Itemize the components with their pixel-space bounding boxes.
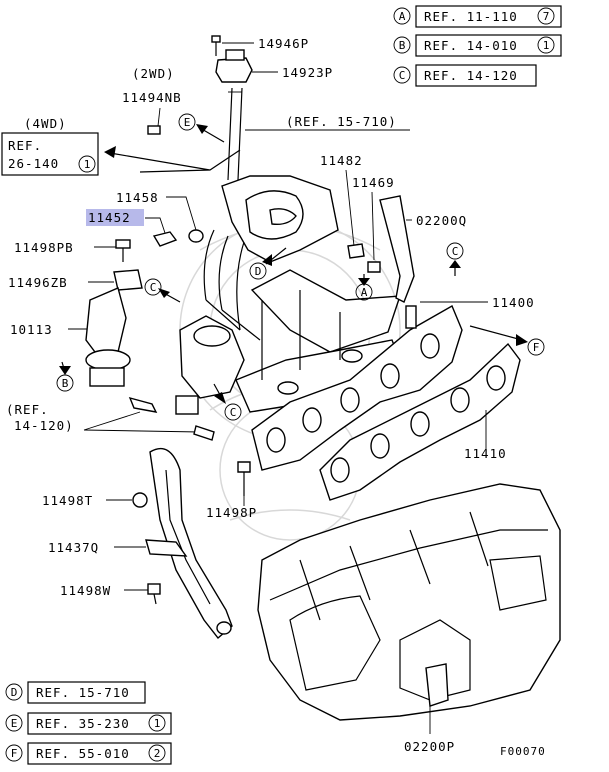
svg-text:11469: 11469 — [352, 175, 395, 190]
svg-text:1: 1 — [543, 39, 550, 52]
svg-text:11498W: 11498W — [60, 583, 111, 598]
ref-14-120-inline[interactable]: (REF. 14-120) — [6, 402, 201, 433]
ref-box-b[interactable]: B REF. 14-010 1 — [393, 34, 562, 57]
svg-text:C: C — [452, 245, 459, 258]
part-11452[interactable]: 11452 — [86, 209, 178, 247]
svg-text:11498PB: 11498PB — [14, 240, 74, 255]
svg-text:1: 1 — [154, 717, 161, 730]
label-2wd: (2WD) — [132, 66, 175, 81]
svg-text:B: B — [62, 377, 69, 390]
svg-text:D: D — [11, 686, 18, 699]
ref-15-710-inline[interactable]: (REF. 15-710) — [245, 114, 410, 131]
svg-text:11496ZB: 11496ZB — [8, 275, 68, 290]
ref-box-f[interactable]: F REF. 55-010 2 — [5, 742, 172, 765]
callout-c-left[interactable]: C — [144, 278, 181, 303]
svg-text:B: B — [399, 39, 406, 52]
svg-text:11410: 11410 — [464, 446, 507, 461]
svg-text:02200P: 02200P — [404, 739, 455, 754]
svg-text:REF. 14-010: REF. 14-010 — [424, 38, 518, 53]
svg-text:11400: 11400 — [492, 295, 535, 310]
svg-text:11494NB: 11494NB — [122, 90, 182, 105]
part-11498T[interactable]: 11498T — [42, 492, 148, 508]
svg-text:(REF. 15-710): (REF. 15-710) — [286, 114, 397, 129]
svg-text:(4WD): (4WD) — [24, 116, 67, 131]
callout-c-right[interactable]: C — [446, 242, 464, 276]
ref-box-c[interactable]: C REF. 14-120 — [393, 64, 537, 87]
svg-text:A: A — [361, 286, 368, 299]
svg-text:E: E — [11, 717, 18, 730]
callout-b[interactable]: B — [56, 361, 74, 392]
vacuum-hose — [227, 87, 243, 181]
svg-text:C: C — [230, 406, 237, 419]
part-02200P[interactable]: 02200P — [404, 663, 455, 754]
part-11469[interactable]: 11469 — [352, 175, 395, 273]
part-11437Q-bracket[interactable] — [145, 447, 233, 640]
ref-box-e[interactable]: E REF. 35-230 1 — [5, 712, 172, 735]
small-fitting — [193, 425, 215, 441]
svg-text:(REF.: (REF. — [6, 402, 49, 417]
part-11400[interactable]: 11400 — [251, 295, 535, 471]
part-10113[interactable]: 10113 — [10, 287, 131, 387]
engine-cylinder-head — [257, 483, 561, 734]
sensor-connector — [128, 396, 158, 413]
part-11498W[interactable]: 11498W — [60, 583, 161, 605]
svg-text:A: A — [399, 10, 406, 23]
callout-e[interactable]: E — [178, 113, 225, 143]
svg-text:C: C — [150, 281, 157, 294]
callout-d[interactable]: D — [249, 247, 287, 280]
svg-text:26-140: 26-140 — [8, 156, 59, 171]
svg-text:11458: 11458 — [116, 190, 159, 205]
ref-box-d[interactable]: D REF. 15-710 — [5, 681, 146, 704]
svg-text:02200Q: 02200Q — [416, 213, 467, 228]
svg-text:REF.: REF. — [8, 138, 42, 153]
svg-text:11498T: 11498T — [42, 493, 93, 508]
svg-text:14923P: 14923P — [282, 65, 333, 80]
svg-text:F: F — [11, 747, 18, 760]
part-11494NB[interactable]: 11494NB — [122, 90, 182, 135]
part-11458[interactable]: 11458 — [116, 190, 204, 243]
svg-text:F: F — [533, 341, 540, 354]
highlight-11452 — [86, 209, 144, 226]
svg-text:1: 1 — [84, 158, 91, 171]
callout-c-mid[interactable]: C — [213, 383, 242, 421]
figure-code: F00070 — [500, 745, 546, 758]
intake-manifold[interactable] — [175, 175, 403, 415]
part-11482[interactable]: 11482 — [320, 153, 365, 259]
part-11437Q[interactable]: 11437Q — [48, 540, 146, 555]
part-02200Q[interactable]: 02200Q — [379, 195, 467, 303]
part-14923P[interactable]: 14923P — [215, 49, 333, 83]
svg-text:14946P: 14946P — [258, 36, 309, 51]
ref-box-a[interactable]: A REF. 11-110 7 — [393, 5, 562, 28]
part-11410[interactable]: 11410 — [319, 342, 521, 501]
svg-text:10113: 10113 — [10, 322, 53, 337]
svg-text:REF. 15-710: REF. 15-710 — [36, 685, 130, 700]
svg-text:REF. 14-120: REF. 14-120 — [424, 68, 518, 83]
svg-text:11452: 11452 — [88, 210, 131, 225]
callout-f[interactable]: F — [469, 325, 545, 356]
svg-text:D: D — [255, 265, 262, 278]
svg-text:REF. 55-010: REF. 55-010 — [36, 746, 130, 761]
part-14946P[interactable]: 14946P — [211, 35, 309, 56]
svg-text:14-120): 14-120) — [14, 418, 74, 433]
ref-4wd[interactable]: (4WD) REF. 26-140 1 — [1, 116, 241, 176]
svg-text:C: C — [399, 69, 406, 82]
part-11496ZB[interactable]: 11496ZB — [8, 269, 143, 291]
svg-text:REF. 11-110: REF. 11-110 — [424, 9, 518, 24]
svg-text:7: 7 — [543, 10, 550, 23]
part-11498P[interactable]: 11498P — [206, 461, 257, 520]
svg-text:2: 2 — [154, 747, 161, 760]
svg-text:11482: 11482 — [320, 153, 363, 168]
svg-text:REF. 35-230: REF. 35-230 — [36, 716, 130, 731]
svg-text:11498P: 11498P — [206, 505, 257, 520]
svg-text:E: E — [184, 116, 191, 129]
part-11498PB[interactable]: 11498PB — [14, 239, 131, 262]
callout-a[interactable]: A — [355, 274, 373, 301]
svg-text:11437Q: 11437Q — [48, 540, 99, 555]
